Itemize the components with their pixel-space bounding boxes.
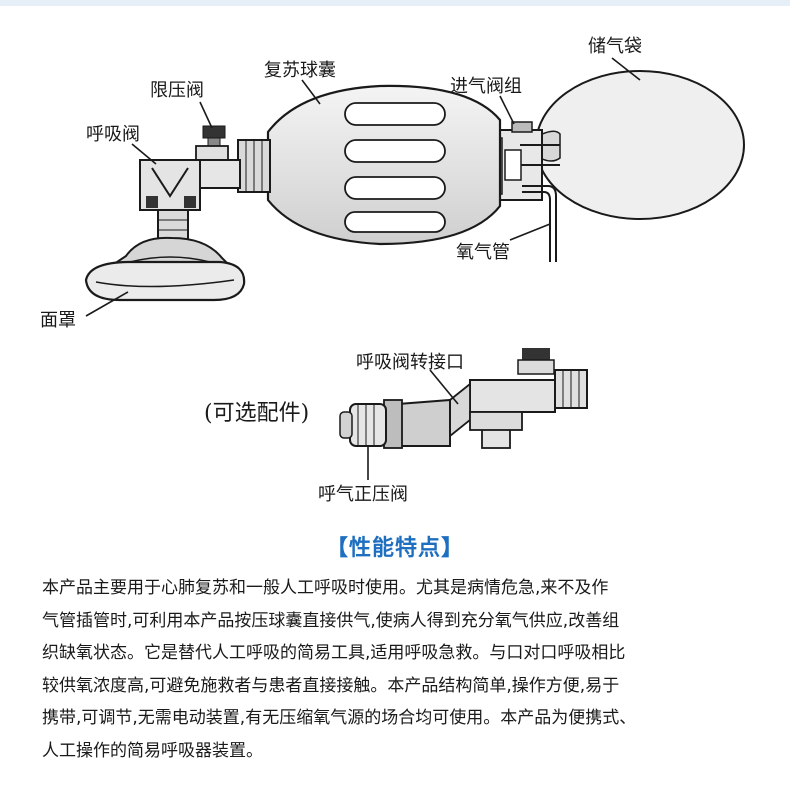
label-breathing-valve-adapter: 呼吸阀转接口 [356,352,464,373]
top-strip [0,0,790,6]
resuscitator-bag [237,84,502,246]
label-mask: 面罩 [40,310,76,331]
description-line: 织缺氧状态。它是替代人工呼吸的简易工具,适用呼吸急救。与口对口呼吸相比 [42,643,626,663]
label-reservoir-bag: 储气袋 [588,36,642,57]
label-breathing-valve: 呼吸阀 [86,124,140,145]
section-title: 【性能特点】 [325,536,464,561]
mask [84,236,246,302]
resuscitator-diagram: 限压阀 复苏球囊 储气袋 进气阀组 呼吸阀 氧气管 面罩 呼吸阀转接口 (可选配… [40,36,745,505]
label-inlet-valve-group: 进气阀组 [450,76,522,97]
description-line: 人工操作的简易呼吸器装置。 [42,740,263,761]
description-line: 携带,可调节,无需电动装置,有无压缩氧气源的场合均可使用。本产品为便携式、 [42,708,637,728]
leader-lines [85,57,641,480]
reservoir-bag [535,70,745,220]
label-limit-valve: 限压阀 [150,80,204,101]
description: 本产品主要用于心肺复苏和一般人工呼吸时使用。尤其是病情危急,来不及作 气管插管时… [42,572,754,767]
description-line: 较供氧浓度高,可避免施救者与患者直接接触。本产品结构简单,操作方便,易于 [42,675,620,696]
label-oxygen-tube: 氧气管 [456,242,510,263]
label-peep-valve: 呼气正压阀 [318,484,408,505]
description-line: 气管插管时,可利用本产品按压球囊直接供气,使病人得到充分氧气供应,改善组 [42,610,620,631]
description-line: 本产品主要用于心肺复苏和一般人工呼吸时使用。尤其是病情危急,来不及作 [42,578,609,598]
optional-parts-assembly [339,348,588,449]
label-optional-parts: (可选配件) [204,401,309,426]
oxygen-tube [522,185,557,262]
label-resuscitator-bag: 复苏球囊 [264,60,336,81]
breathing-valve [139,159,201,243]
